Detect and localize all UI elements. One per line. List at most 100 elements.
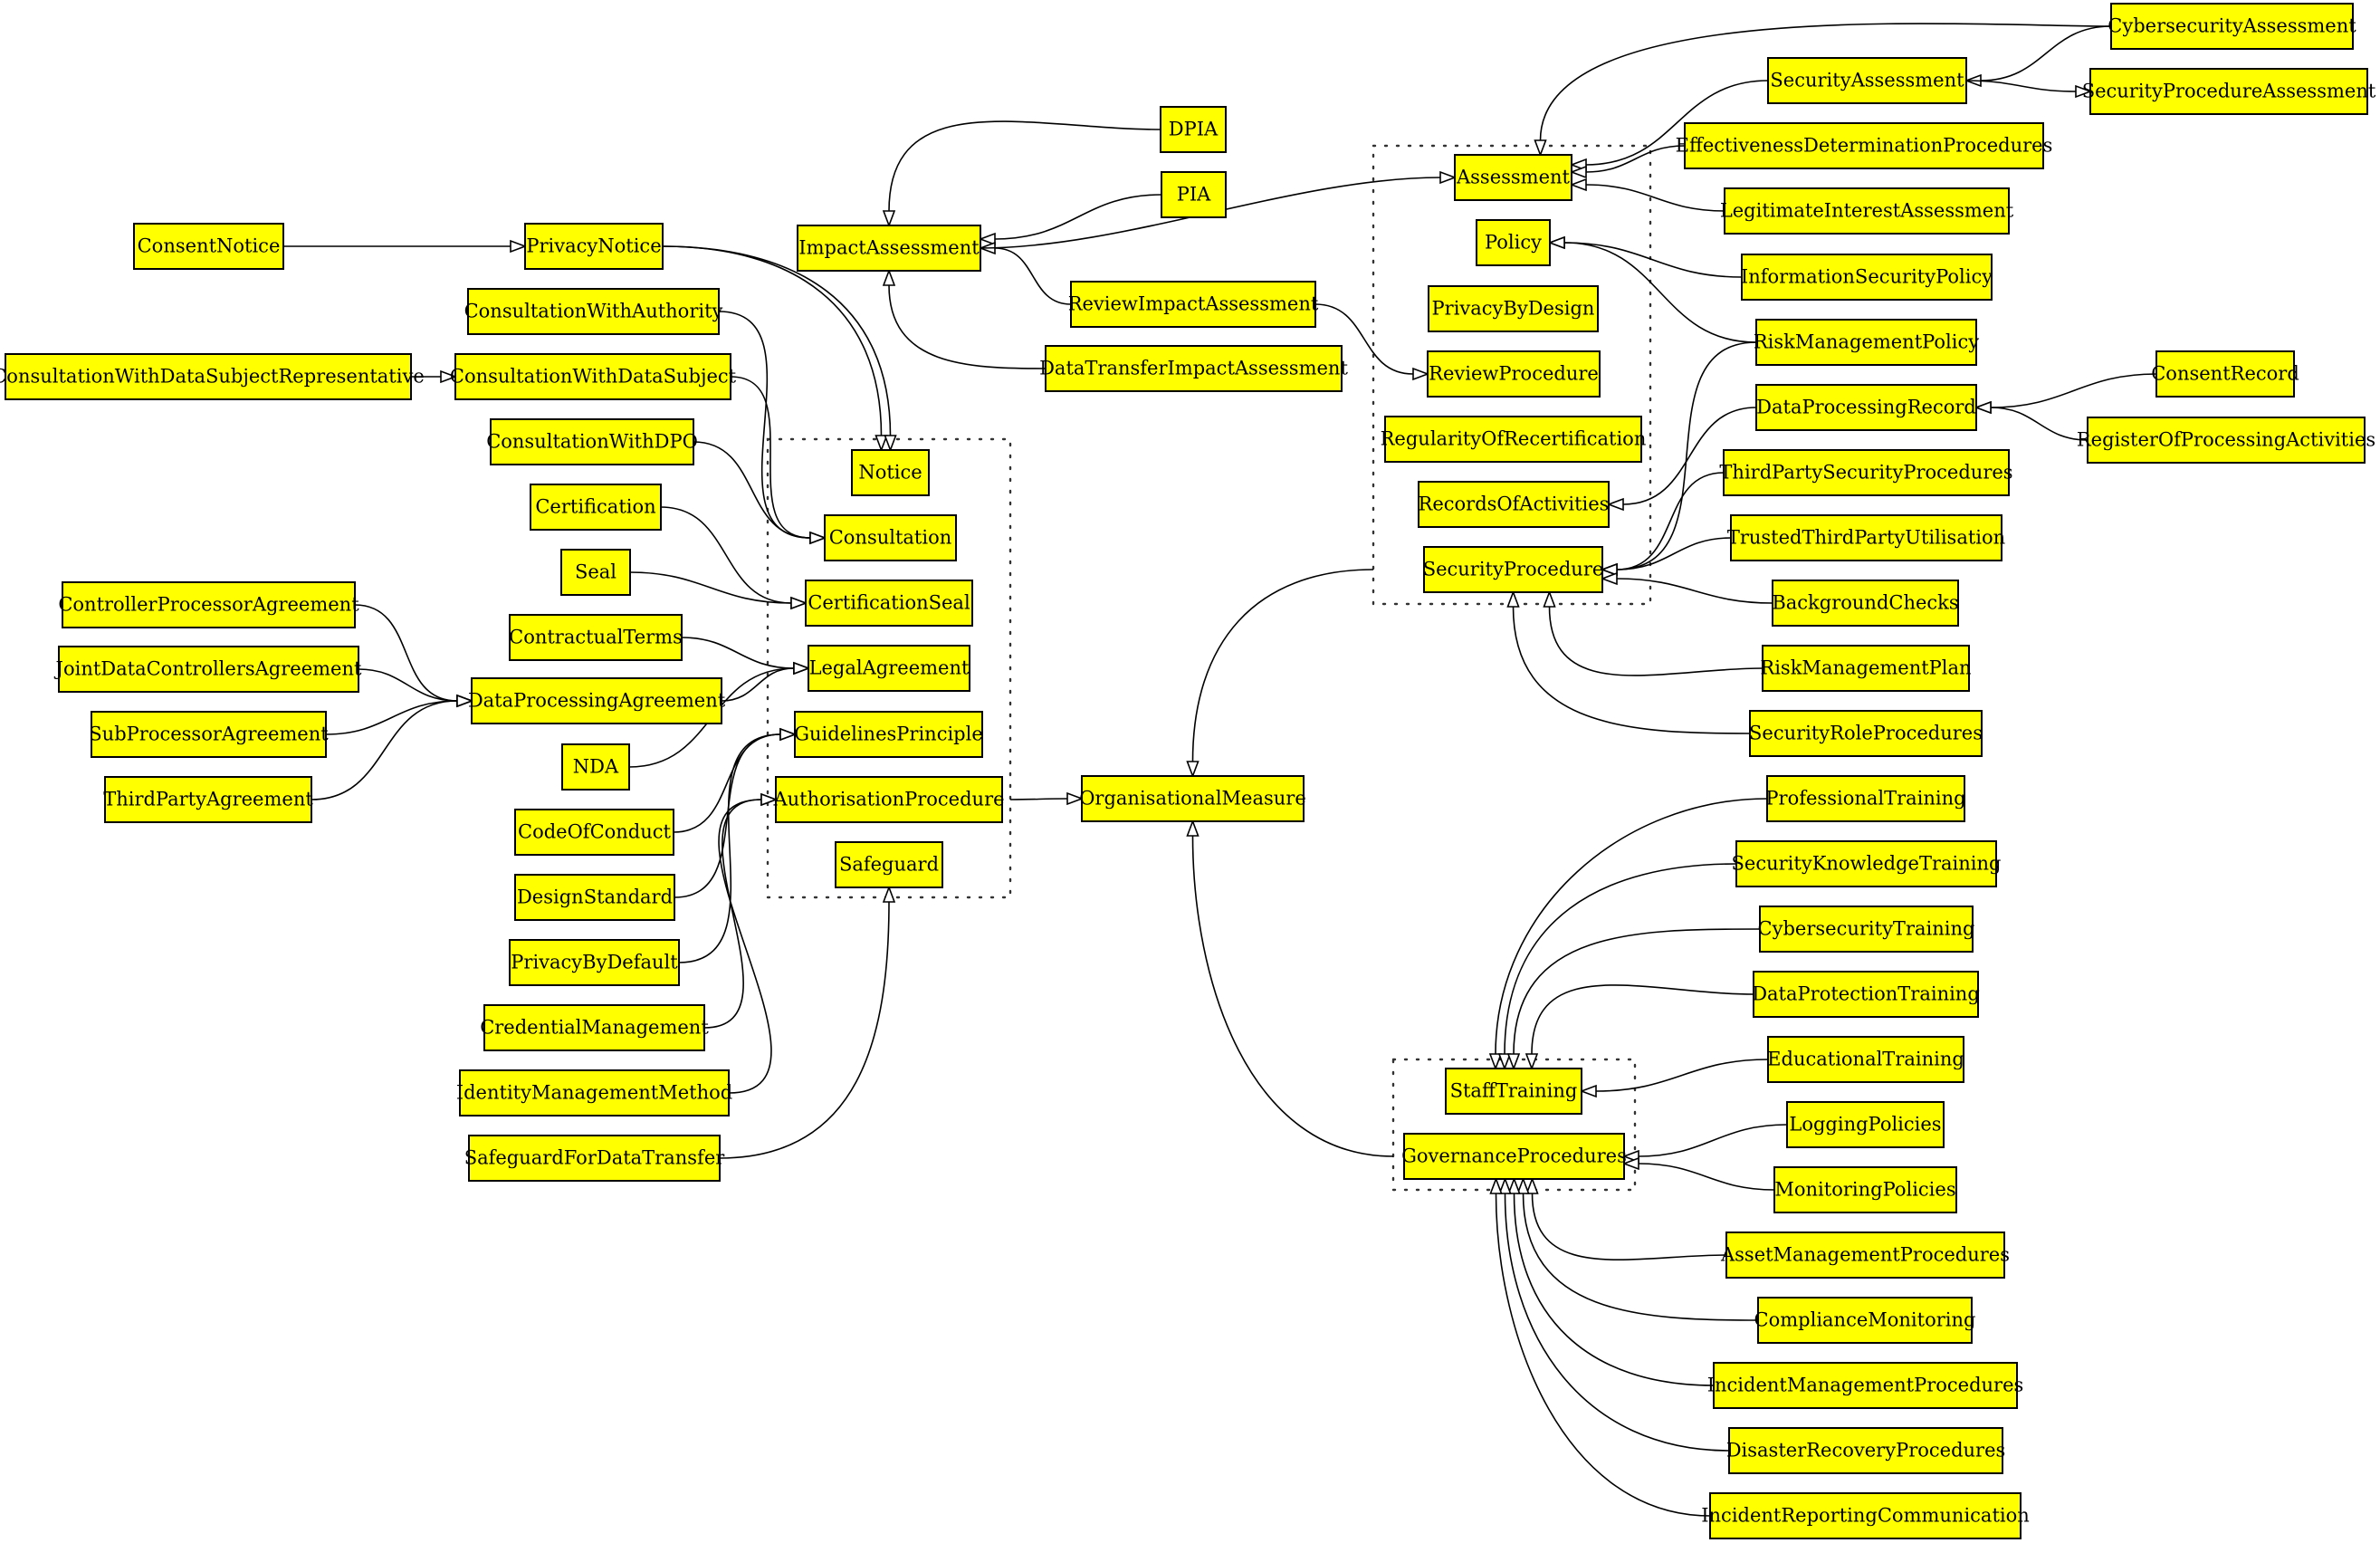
node-security-knowledge-training[interactable]: SecurityKnowledgeTraining (1732, 840, 2002, 887)
node-credential-management[interactable]: CredentialManagement (480, 1004, 709, 1051)
node-authorisation-procedure[interactable]: AuthorisationProcedure (772, 776, 1005, 823)
node-consultation-with-authority[interactable]: ConsultationWithAuthority (464, 288, 723, 335)
node-asset-management-procedures[interactable]: AssetManagementProcedures (1720, 1232, 2010, 1279)
edge-data-processing-agreement-to-legal-agreement (721, 667, 795, 702)
node-consultation-with-data-subject[interactable]: ConsultationWithDataSubject (450, 353, 737, 400)
node-data-transfer-impact-assessment[interactable]: DataTransferImpactAssessment (1039, 345, 1348, 392)
node-label-security-role-procedures: SecurityRoleProcedures (1749, 723, 1983, 744)
edge-privacy-notice-to-notice (662, 245, 883, 436)
node-organisational-measure[interactable]: OrganisationalMeasure (1079, 775, 1306, 822)
node-background-checks[interactable]: BackgroundChecks (1772, 580, 1959, 627)
node-label-third-party-security-procedures: ThirdPartySecurityProcedures (1719, 462, 2012, 484)
node-box-impact-assessment (797, 225, 981, 272)
node-risk-management-policy[interactable]: RiskManagementPolicy (1754, 319, 1979, 366)
node-security-role-procedures[interactable]: SecurityRoleProcedures (1749, 710, 1983, 757)
node-review-procedure[interactable]: ReviewProcedure (1427, 350, 1601, 398)
node-governance-procedures[interactable]: GovernanceProcedures (1401, 1133, 1627, 1180)
arrowhead-security-assessment-to-security-procedure-assessment (2075, 84, 2093, 99)
node-educational-training[interactable]: EducationalTraining (1767, 1036, 1964, 1083)
node-identity-management-method[interactable]: IdentityManagementMethod (456, 1069, 732, 1117)
node-incident-management-procedures[interactable]: IncidentManagementProcedures (1707, 1362, 2024, 1409)
node-label-policy: Policy (1485, 232, 1542, 254)
node-privacy-notice[interactable]: PrivacyNotice (524, 223, 664, 270)
node-regularity-of-recertification[interactable]: RegularityOfRecertification (1381, 416, 1647, 463)
node-staff-training[interactable]: StaffTraining (1445, 1068, 1582, 1115)
node-consent-notice[interactable]: ConsentNotice (133, 223, 284, 270)
node-seal[interactable]: Seal (560, 549, 631, 596)
node-label-register-of-processing-activities: RegisterOfProcessingActivities (2077, 429, 2375, 451)
node-box-authorisation-procedure (775, 776, 1003, 823)
edge-joint-data-controllers-agreement-to-data-processing-agreement (358, 668, 458, 702)
edge-professional-training-to-staff-training (1495, 798, 1768, 1055)
arrowhead-authorisation-procedure-to-organisational-measure (1066, 791, 1085, 806)
node-label-privacy-by-design: PrivacyByDesign (1432, 298, 1595, 320)
edge-asset-management-procedures-to-governance-procedures (1531, 1193, 1727, 1261)
node-third-party-security-procedures[interactable]: ThirdPartySecurityProcedures (1719, 449, 2013, 496)
node-box-security-procedure (1423, 546, 1603, 593)
node-disaster-recovery-procedures[interactable]: DisasterRecoveryProcedures (1726, 1427, 2006, 1474)
node-label-guidelines-principle: GuidelinesPrinciple (794, 724, 983, 745)
node-design-standard[interactable]: DesignStandard (514, 874, 675, 921)
node-label-joint-data-controllers-agreement: JointDataControllersAgreement (54, 658, 362, 680)
node-effectiveness-determination-procedures[interactable]: EffectivenessDeterminationProcedures (1676, 122, 2053, 169)
node-data-processing-agreement[interactable]: DataProcessingAgreement (468, 677, 726, 724)
node-data-protection-training[interactable]: DataProtectionTraining (1752, 971, 1980, 1018)
node-logging-policies[interactable]: LoggingPolicies (1786, 1101, 1945, 1148)
node-trusted-third-party-utilisation[interactable]: TrustedThirdPartyUtilisation (1727, 514, 2005, 561)
node-label-contractual-terms: ContractualTerms (509, 627, 683, 648)
node-assessment[interactable]: Assessment (1454, 154, 1572, 201)
node-data-processing-record[interactable]: DataProcessingRecord (1755, 384, 1977, 431)
node-policy[interactable]: Policy (1476, 219, 1551, 266)
node-joint-data-controllers-agreement[interactable]: JointDataControllersAgreement (54, 646, 362, 693)
node-label-security-procedure-assessment: SecurityProcedureAssessment (2082, 81, 2376, 102)
node-nda[interactable]: NDA (561, 743, 630, 791)
node-consent-record[interactable]: ConsentRecord (2151, 350, 2299, 398)
node-certification[interactable]: Certification (530, 484, 662, 531)
node-notice[interactable]: Notice (851, 449, 930, 496)
node-legal-agreement[interactable]: LegalAgreement (808, 645, 970, 692)
node-label-background-checks: BackgroundChecks (1772, 592, 1958, 614)
node-compliance-monitoring[interactable]: ComplianceMonitoring (1754, 1297, 1976, 1344)
node-box-trusted-third-party-utilisation (1730, 514, 2002, 561)
node-impact-assessment[interactable]: ImpactAssessment (797, 225, 981, 272)
node-contractual-terms[interactable]: ContractualTerms (509, 614, 683, 661)
arrowhead-risk-management-plan-to-security-procedure (1543, 589, 1556, 608)
edge-credential-management-to-authorisation-procedure (703, 799, 762, 1029)
node-box-cybersecurity-assessment (2110, 3, 2354, 50)
node-box-staff-training (1445, 1068, 1582, 1115)
node-dpia[interactable]: DPIA (1160, 106, 1227, 153)
node-cybersecurity-training[interactable]: CybersecurityTraining (1758, 906, 1975, 953)
node-incident-reporting-communication[interactable]: IncidentReportingCommunication (1701, 1492, 2030, 1539)
node-security-assessment[interactable]: SecurityAssessment (1767, 57, 1967, 104)
node-safeguard[interactable]: Safeguard (835, 841, 943, 888)
node-consultation[interactable]: Consultation (824, 514, 957, 561)
node-security-procedure-assessment[interactable]: SecurityProcedureAssessment (2082, 68, 2376, 115)
node-safeguard-for-data-transfer[interactable]: SafeguardForDataTransfer (464, 1135, 726, 1182)
node-code-of-conduct[interactable]: CodeOfConduct (514, 809, 674, 856)
node-certification-seal[interactable]: CertificationSeal (805, 580, 973, 627)
node-privacy-by-design[interactable]: PrivacyByDesign (1428, 285, 1599, 332)
node-security-procedure[interactable]: SecurityProcedure (1423, 546, 1604, 593)
node-review-impact-assessment[interactable]: ReviewImpactAssessment (1068, 281, 1319, 328)
edge-effectiveness-determination-procedures-to-assessment (1585, 145, 1686, 173)
node-consultation-with-data-subject-representative[interactable]: ConsultationWithDataSubjectRepresentativ… (0, 353, 425, 400)
node-monitoring-policies[interactable]: MonitoringPolicies (1773, 1166, 1957, 1213)
node-records-of-activities[interactable]: RecordsOfActivities (1418, 481, 1610, 528)
node-cybersecurity-assessment[interactable]: CybersecurityAssessment (2108, 3, 2356, 50)
node-risk-management-plan[interactable]: RiskManagementPlan (1760, 645, 1972, 692)
node-register-of-processing-activities[interactable]: RegisterOfProcessingActivities (2077, 417, 2375, 464)
node-box-certification (530, 484, 662, 531)
node-information-security-policy[interactable]: InformationSecurityPolicy (1741, 254, 1993, 301)
arrowhead-legitimate-interest-assessment-to-assessment (1569, 177, 1587, 192)
node-third-party-agreement[interactable]: ThirdPartyAgreement (103, 776, 313, 823)
node-legitimate-interest-assessment[interactable]: LegitimateInterestAssessment (1720, 187, 2014, 235)
node-professional-training[interactable]: ProfessionalTraining (1765, 775, 1966, 822)
node-controller-processor-agreement[interactable]: ControllerProcessorAgreement (58, 581, 359, 628)
edge-identity-management-method-to-authorisation-procedure (718, 799, 772, 1094)
node-consultation-with-dpo[interactable]: ConsultationWithDPO (486, 418, 698, 465)
node-box-legitimate-interest-assessment (1724, 187, 2010, 235)
node-pia[interactable]: PIA (1161, 171, 1227, 218)
node-sub-processor-agreement[interactable]: SubProcessorAgreement (89, 711, 329, 758)
node-guidelines-principle[interactable]: GuidelinesPrinciple (794, 711, 983, 758)
node-privacy-by-default[interactable]: PrivacyByDefault (509, 939, 680, 986)
